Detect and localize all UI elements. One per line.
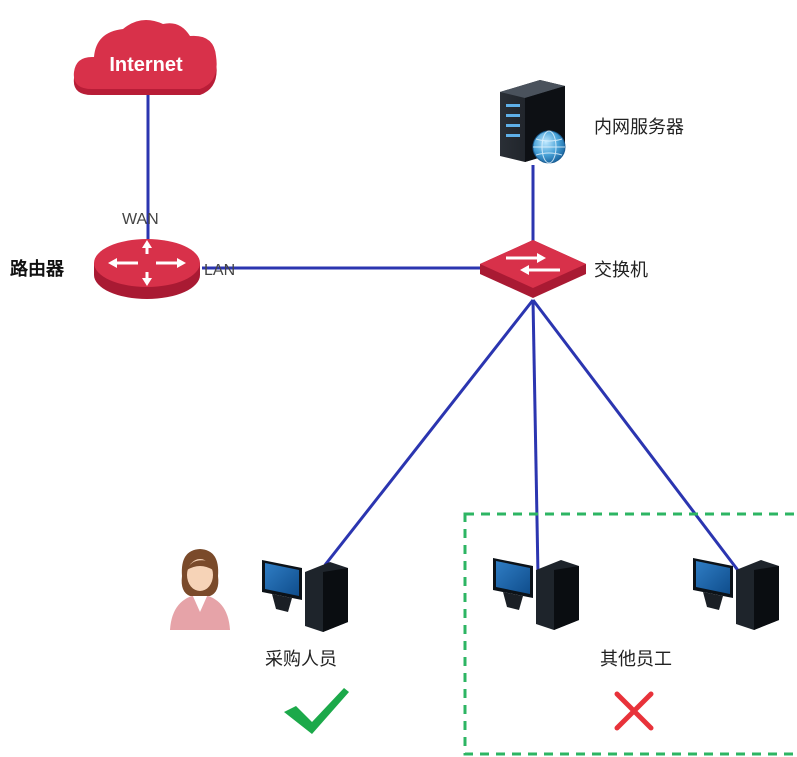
other-pc-1-icon (493, 558, 579, 630)
link-switch-other-pc-2 (531, 299, 742, 574)
wan-port-label: WAN (122, 211, 159, 228)
check-icon (284, 688, 349, 734)
link-switch-purchasing-pc (323, 299, 535, 566)
server-label: 内网服务器 (594, 117, 684, 138)
router-icon (94, 239, 200, 299)
router-label: 路由器 (10, 258, 65, 280)
switch-label: 交换机 (594, 260, 648, 281)
server-icon (500, 80, 566, 164)
connection-lines (146, 92, 742, 576)
lan-port-label: LAN (204, 262, 235, 279)
internet-cloud: Internet (73, 20, 217, 95)
cross-icon (614, 691, 654, 731)
purchasing-label: 采购人员 (265, 649, 337, 670)
link-switch-other-pc-1 (531, 299, 540, 576)
other-pc-2-icon (693, 558, 779, 630)
others-label: 其他员工 (600, 649, 672, 670)
others-group-box (463, 512, 797, 756)
switch-icon (480, 240, 586, 298)
purchasing-pc-icon (262, 560, 348, 632)
internet-label: Internet (109, 54, 183, 76)
person-avatar (170, 549, 230, 630)
